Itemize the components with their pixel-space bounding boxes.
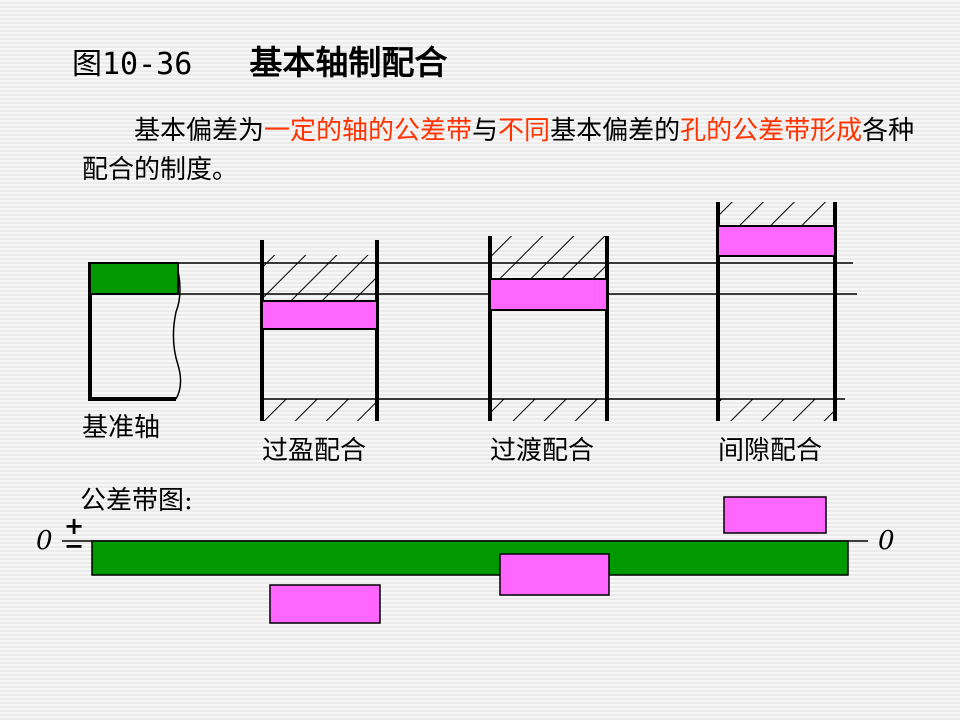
shaft-zone-bar	[91, 540, 849, 576]
base-shaft	[88, 261, 182, 401]
clearance-hole-zone	[723, 496, 827, 534]
transition-fit-hole	[488, 236, 609, 421]
clearance-fit-hole	[716, 202, 837, 421]
zero-line-label-left: 0	[36, 526, 53, 556]
figure-number: 图10-36	[72, 47, 193, 82]
figure-title: 基本轴制配合	[249, 43, 448, 82]
page-title: 图10-36 基本轴制配合	[72, 36, 447, 84]
interference-hole-zone	[269, 584, 381, 624]
shaft-tolerance-zone	[89, 262, 179, 295]
hole-tolerance-zone	[717, 225, 836, 257]
transition-fit-label: 过渡配合	[490, 436, 595, 466]
plus-sign: +	[64, 512, 85, 540]
interference-fit-label: 过盈配合	[262, 436, 367, 466]
minus-sign: −	[64, 532, 85, 560]
shaft-label: 基准轴	[82, 413, 161, 443]
clearance-fit-label: 间隙配合	[718, 436, 823, 466]
definition-paragraph: 基本偏差为一定的轴的公差带与不同基本偏差的孔的公差带形成各种配合的制度。	[82, 116, 915, 185]
interference-fit-hole	[260, 240, 379, 421]
hole-tolerance-zone	[261, 300, 378, 330]
hole-tolerance-zone	[489, 278, 608, 311]
tolerance-zone-diagram	[62, 496, 868, 624]
tolerance-diagram-label: 公差带图:	[80, 486, 193, 516]
zero-line-label-right: 0	[878, 526, 895, 556]
transition-hole-zone	[499, 553, 610, 596]
